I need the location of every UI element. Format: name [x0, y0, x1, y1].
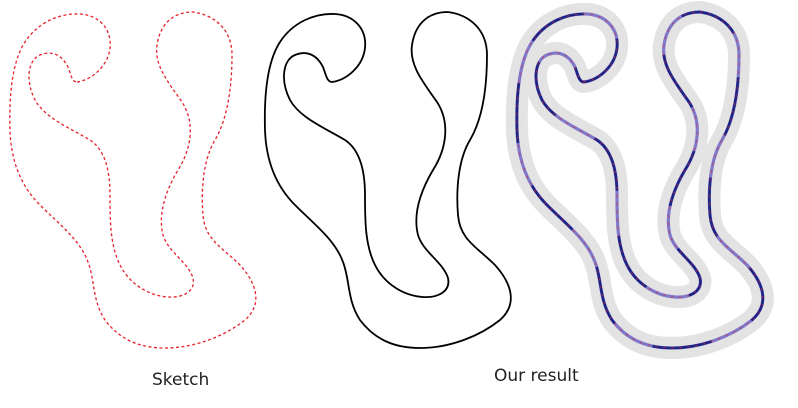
fitted-curve-panel — [263, 11, 512, 349]
result-panel — [517, 12, 763, 348]
sketch-caption: Sketch — [152, 370, 210, 390]
curvature-hairs — [517, 12, 763, 348]
sketch-panel — [9, 11, 257, 349]
result-caption: Our result — [494, 366, 579, 386]
